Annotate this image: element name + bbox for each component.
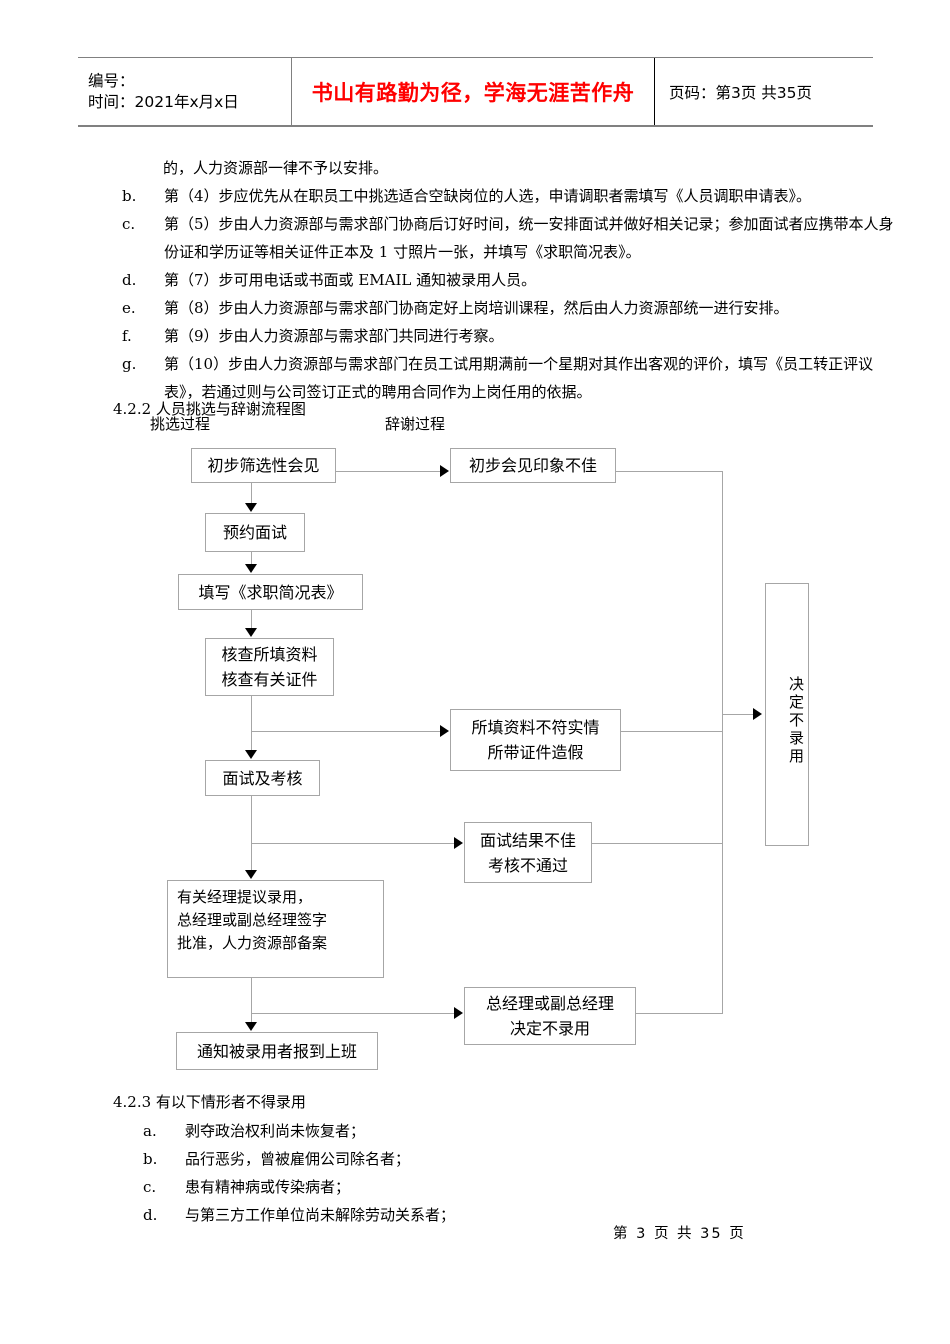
connector-n4-n5	[251, 696, 252, 751]
header-slogan: 书山有路勤为径，学海无涯苦作舟	[311, 79, 635, 105]
flow-node-fill-application-form: 填写《求职简况表》	[178, 574, 363, 610]
flow-node-notify-hired-report-duty: 通知被录用者报到上班	[176, 1032, 378, 1070]
section-heading-423: 4.2.3 有以下情形者不得录用	[113, 1093, 306, 1111]
flow-node-false-materials: 所填资料不符实情 所带证件造假	[450, 709, 621, 771]
flow-node-initial-screening-interview: 初步筛选性会见	[191, 448, 336, 483]
list-text: 品行恶劣，曾被雇佣公司除名者；	[185, 1150, 411, 1168]
list-text: 第（4）步应优先从在职员工中挑选适合空缺岗位的人选，申请调职者需填写《人员调职申…	[164, 187, 812, 205]
list-item: b. 第（4）步应优先从在职员工中挑选适合空缺岗位的人选，申请调职者需填写《人员…	[122, 182, 904, 210]
flow-node-poor-first-impression: 初步会见印象不佳	[450, 448, 616, 483]
flow-node-decision-not-hired: 决定不录用	[765, 583, 809, 846]
list-item: b. 品行恶劣，曾被雇佣公司除名者；	[143, 1145, 925, 1173]
connector-n2-n3	[251, 552, 252, 565]
lane-label-right: 辞谢过程	[385, 415, 446, 433]
arrow-down-icon	[245, 503, 257, 512]
header-cell-pageinfo: 页码：第3页 共35页	[655, 58, 873, 125]
connector-collector-terminal	[722, 714, 755, 715]
flow-node-manager-recommend-approve: 有关经理提议录用， 总经理或副总经理签字 批准，人力资源部备案	[167, 880, 384, 978]
list-text: 第（7）步可用电话或书面或 EMAIL 通知被录用人员。	[164, 271, 537, 289]
list-marker: c.	[143, 1178, 157, 1196]
list-text: 患有精神病或传染病者；	[185, 1178, 351, 1196]
connector-r2-collector	[621, 731, 723, 732]
arrow-right-icon	[454, 1007, 463, 1019]
list-marker: b.	[122, 187, 137, 205]
list-text: 剥夺政治权利尚未恢复者；	[185, 1122, 366, 1140]
list-marker: d.	[143, 1206, 158, 1224]
flow-node-gm-decides-not-hire: 总经理或副总经理 决定不录用	[464, 987, 636, 1045]
list-marker: g.	[122, 355, 137, 373]
list-item: c. 第（5）步由人力资源部与需求部门协商后订好时间，统一安排面试并做好相关记录…	[122, 210, 904, 266]
connector-n5-n6	[251, 796, 252, 871]
list-text: 第（9）步由人力资源部与需求部门共同进行考察。	[164, 327, 504, 345]
connector-n1-n2	[251, 483, 252, 504]
list-text: 第（8）步由人力资源部与需求部门协商定好上岗培训课程，然后由人力资源部统一进行安…	[164, 299, 789, 317]
list-item: a. 剥夺政治权利尚未恢复者；	[143, 1117, 925, 1145]
section-heading-422: 4.2.2 人员挑选与辞谢流程图	[113, 400, 306, 418]
arrow-down-icon	[245, 564, 257, 573]
list-marker: d.	[122, 271, 137, 289]
list-text-cont: 表》，若通过则与公司签订正式的聘用合同作为上岗任用的依据。	[164, 383, 592, 401]
arrow-right-icon	[440, 725, 449, 737]
arrow-down-icon	[245, 870, 257, 879]
list-marker: a.	[143, 1122, 157, 1140]
header-time-label: 时间：2021年x月x日	[88, 92, 239, 111]
list-item: c. 患有精神病或传染病者；	[143, 1173, 925, 1201]
connector-n6-n7	[251, 978, 252, 1023]
list-item: d. 与第三方工作单位尚未解除劳动关系者；	[143, 1201, 925, 1229]
flow-node-verify-materials: 核查所填资料 核查有关证件	[205, 638, 334, 696]
header-cell-meta: 编号： 时间：2021年x月x日	[78, 58, 292, 125]
list-item: f. 第（9）步由人力资源部与需求部门共同进行考察。	[122, 322, 904, 350]
list-text: 第（5）步由人力资源部与需求部门协商后订好时间，统一安排面试并做好相关记录；参加…	[164, 215, 894, 233]
list-marker: c.	[122, 215, 136, 233]
header-cell-slogan: 书山有路勤为径，学海无涯苦作舟	[292, 58, 655, 125]
list-item: d. 第（7）步可用电话或书面或 EMAIL 通知被录用人员。	[122, 266, 904, 294]
collector-vertical-upper	[722, 471, 723, 733]
header-page-info: 页码：第3页 共35页	[669, 83, 813, 102]
flow-node-schedule-interview: 预约面试	[205, 513, 305, 552]
list-marker: b.	[143, 1150, 158, 1168]
arrow-down-icon	[245, 750, 257, 759]
list-text-cont: 份证和学历证等相关证件正本及 1 寸照片一张，并填写《求职简况表》。	[164, 243, 641, 261]
list-marker: f.	[122, 327, 132, 345]
connector-r1-collector	[616, 471, 723, 472]
arrow-down-icon	[245, 1022, 257, 1031]
page-footer: 第 3 页 共 35 页	[613, 1226, 746, 1242]
connector-n6-r4	[251, 1013, 456, 1014]
arrow-right-icon	[454, 837, 463, 849]
connector-n5-r3	[251, 843, 456, 844]
connector-r3-collector	[592, 843, 723, 844]
continuation-line: 的，人力资源部一律不予以安排。	[163, 159, 389, 177]
connector-r4-collector	[636, 1013, 723, 1014]
list-text: 第（10）步由人力资源部与需求部门在员工试用期满前一个星期对其作出客观的评价，填…	[164, 355, 874, 373]
flow-node-poor-interview-result: 面试结果不佳 考核不通过	[464, 822, 592, 883]
header-code-label: 编号：	[88, 71, 135, 90]
list-text: 与第三方工作单位尚未解除劳动关系者；	[185, 1206, 456, 1224]
arrow-right-icon	[440, 465, 449, 477]
connector-n1-r1	[336, 471, 442, 472]
list-item: g. 第（10）步由人力资源部与需求部门在员工试用期满前一个星期对其作出客观的评…	[122, 350, 904, 406]
list-marker: e.	[122, 299, 136, 317]
flow-node-interview-and-assessment: 面试及考核	[205, 760, 320, 796]
arrow-down-icon	[245, 628, 257, 637]
list-item: e. 第（8）步由人力资源部与需求部门协商定好上岗培训课程，然后由人力资源部统一…	[122, 294, 904, 322]
arrow-right-icon	[753, 708, 762, 720]
connector-n3-n4	[251, 610, 252, 629]
page-header-table: 编号： 时间：2021年x月x日 书山有路勤为径，学海无涯苦作舟 页码：第3页 …	[78, 57, 873, 127]
connector-n4-r2	[251, 731, 442, 732]
collector-vertical-lower	[722, 733, 723, 1013]
